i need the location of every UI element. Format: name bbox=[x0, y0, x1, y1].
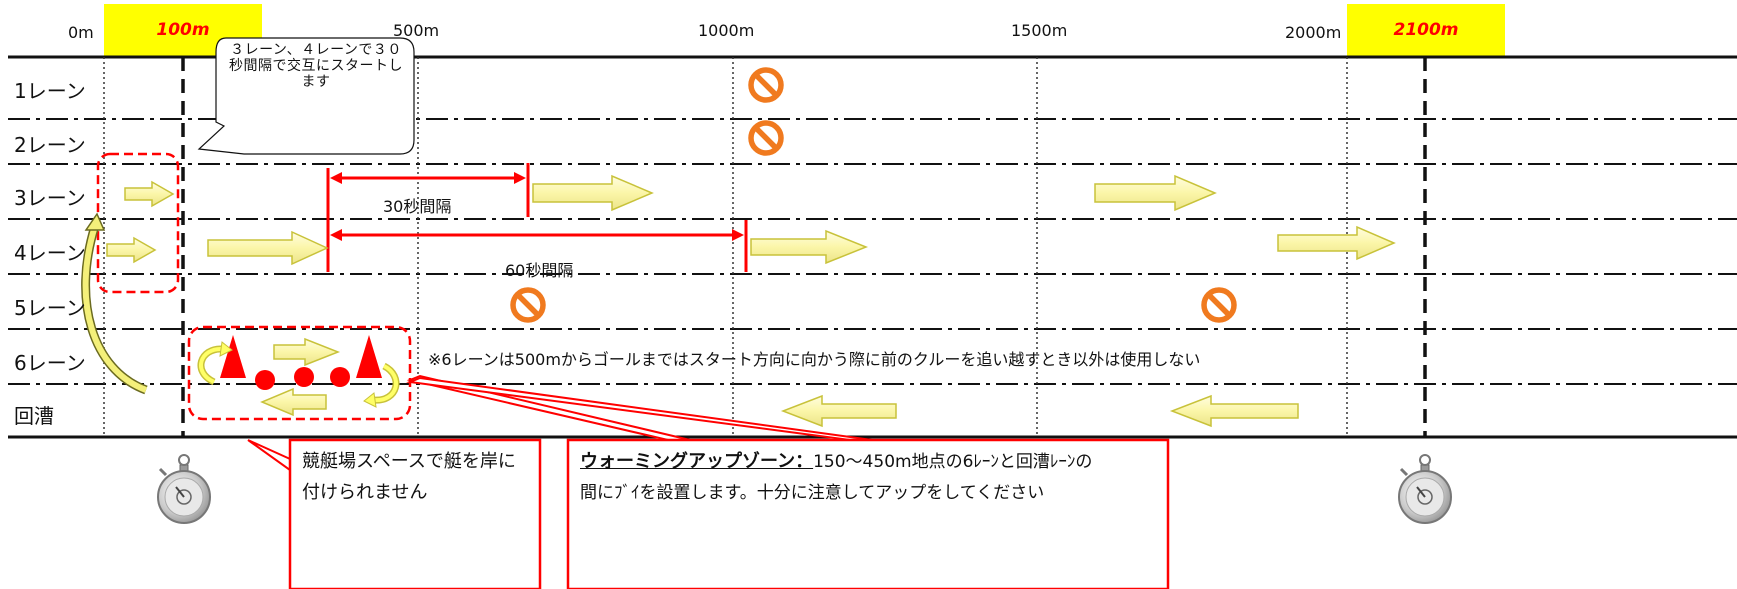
distance-label-0m: 0m bbox=[68, 23, 94, 42]
interval-brackets bbox=[326, 163, 748, 272]
dock-box-text: 競艇場スペースで艇を岸に付けられません bbox=[302, 451, 516, 503]
dock-box-frame bbox=[288, 438, 542, 589]
warmup-body-2: 間にﾌﾞｲを設置します。十分に注意してアップをしてください bbox=[580, 483, 1045, 503]
buoy-icon bbox=[294, 367, 314, 387]
marker-cone-icon bbox=[220, 335, 246, 378]
stopwatch-icon bbox=[1397, 453, 1453, 525]
highlight-label-2100m: 2100m bbox=[1393, 20, 1459, 40]
warmup-markers bbox=[220, 335, 382, 390]
marker-cone-icon bbox=[356, 335, 382, 378]
buoy-icon bbox=[330, 367, 350, 387]
distance-label-1500m: 1500m bbox=[1011, 21, 1068, 40]
lane-label-2: 2レーン bbox=[14, 133, 86, 157]
start-bubble-text: ３レーン、４レーンで３０秒間隔で交互にスタートします bbox=[229, 42, 403, 90]
warmup-box-frame bbox=[566, 438, 1170, 589]
distance-label-1000m: 1000m bbox=[698, 21, 755, 40]
lane-label-5: 5レーン bbox=[14, 296, 86, 320]
lane-label-4: 4レーン bbox=[14, 241, 86, 265]
warmup-box-text: ウォーミングアップゾーン：150〜450m地点の6ﾚｰﾝと回漕ﾚｰﾝの 間にﾌﾞ… bbox=[580, 446, 1160, 509]
no-entry-icon bbox=[751, 70, 781, 100]
interval-60s-label: 60秒間隔 bbox=[505, 261, 574, 280]
start-finish-lines bbox=[181, 57, 1427, 437]
lane-label-6: 6レーン bbox=[14, 351, 86, 375]
lane-label-return: 回漕 bbox=[14, 404, 54, 428]
interval-30s-label: 30秒間隔 bbox=[383, 197, 452, 216]
distance-label-500m: 500m bbox=[393, 21, 440, 40]
highlight-label-100m: 100m bbox=[156, 20, 210, 40]
warmup-line-1: ウォーミングアップゾーン：150〜450m地点の6ﾚｰﾝと回漕ﾚｰﾝの bbox=[580, 446, 1160, 478]
warmup-title: ウォーミングアップゾーン： bbox=[580, 451, 814, 472]
lane6-note: ※6レーンは500mからゴールまではスタート方向に向かう際に前のクルーを追い越す… bbox=[428, 350, 1201, 369]
lane-separators bbox=[8, 118, 1737, 385]
lane-label-3: 3レーン bbox=[14, 186, 86, 210]
no-entry-icon bbox=[513, 290, 543, 320]
no-entry-icon bbox=[1204, 290, 1234, 320]
buoy-icon bbox=[255, 370, 275, 390]
stopwatch-icon bbox=[156, 453, 212, 525]
no-entry-icon bbox=[751, 123, 781, 153]
warmup-body-1: 150〜450m地点の6ﾚｰﾝと回漕ﾚｰﾝの bbox=[813, 452, 1093, 472]
distance-label-2000m: 2000m bbox=[1285, 23, 1342, 42]
start-highlight-100m: 100m bbox=[104, 4, 262, 56]
start-bubble-shape bbox=[197, 37, 415, 155]
block-arrow-icons bbox=[106, 174, 1396, 428]
finish-highlight-2100m: 2100m bbox=[1347, 4, 1505, 56]
lane-label-1: 1レーン bbox=[14, 79, 86, 103]
